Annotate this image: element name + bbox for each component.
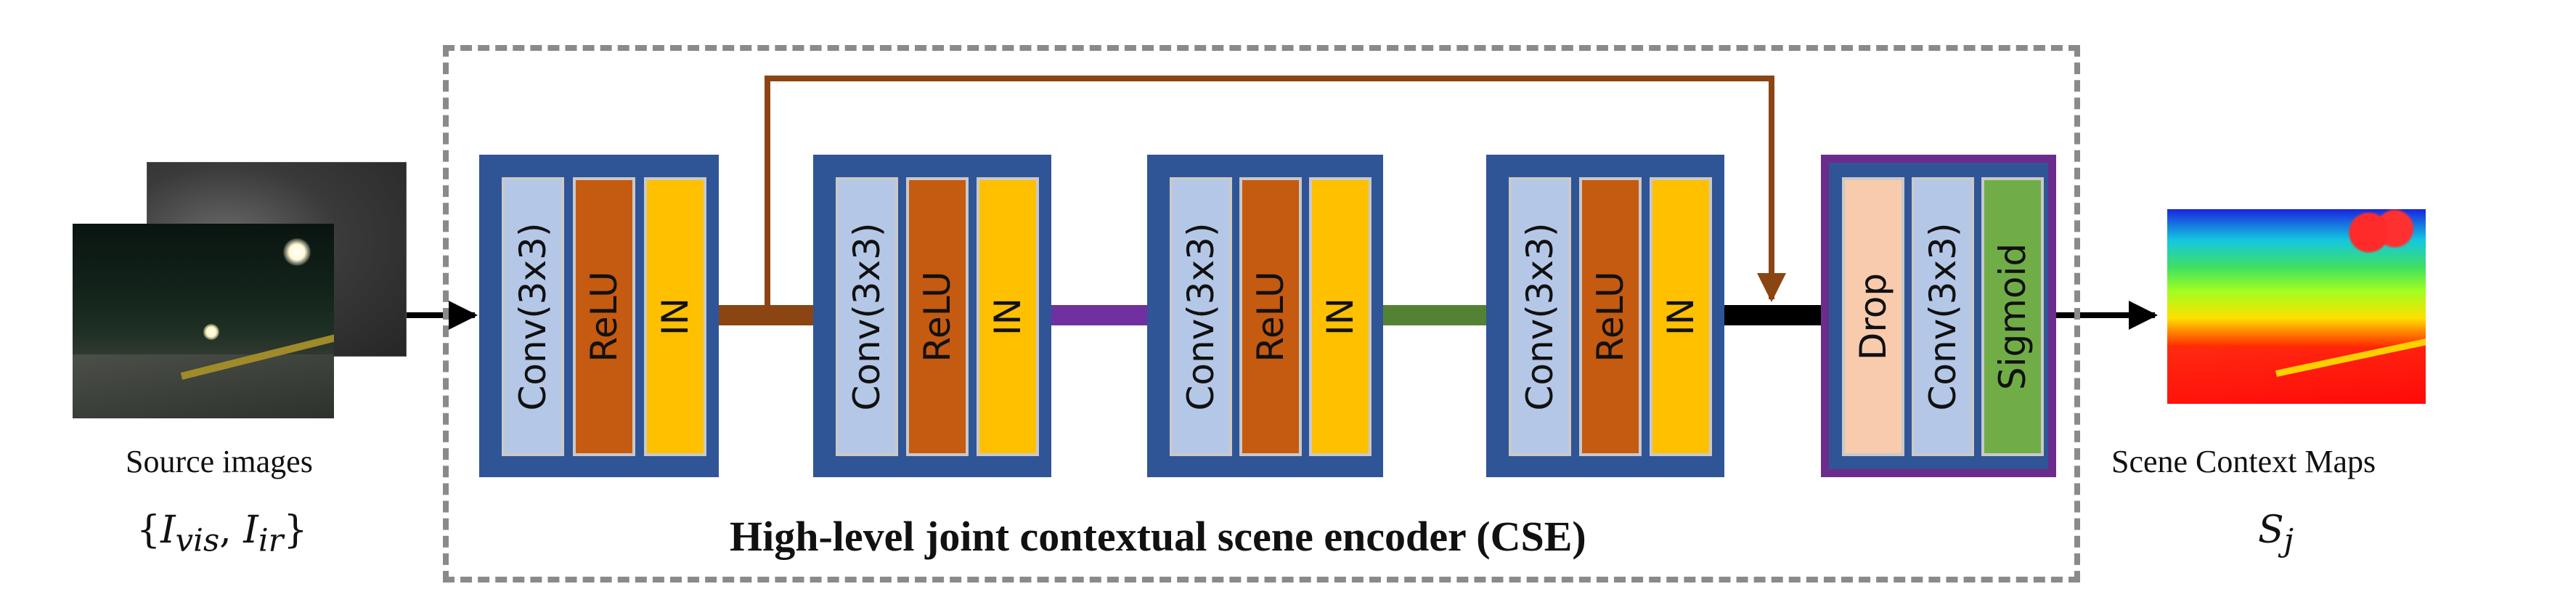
conv-layer: Conv(3x3) xyxy=(502,177,564,456)
math-subscript-ir: ir xyxy=(258,522,284,559)
skip-connection-arrow xyxy=(765,76,1786,305)
math-symbol-I-vis: I xyxy=(160,508,176,552)
layer-label: ReLU xyxy=(1589,271,1631,362)
encoder-block-3: Conv(3x3) ReLU IN xyxy=(1147,155,1383,477)
layer-label: Conv(3x3) xyxy=(1519,222,1561,411)
cse-title: High-level joint contextual scene encode… xyxy=(730,513,1586,560)
input-caption: Source images xyxy=(126,444,313,479)
layer-label: Conv(3x3) xyxy=(1180,222,1222,411)
layer-label: Sigmoid xyxy=(1992,243,2034,391)
math-separator: , xyxy=(219,508,244,552)
relu-layer: ReLU xyxy=(1239,177,1302,456)
math-symbol-I-ir: I xyxy=(243,508,258,552)
math-subscript-vis: vis xyxy=(175,522,220,559)
input-math-label: {Ivis, Iir} xyxy=(136,508,308,559)
layer-label: ReLU xyxy=(916,271,958,362)
layer-label: Conv(3x3) xyxy=(846,222,888,411)
math-brace-close: } xyxy=(283,508,308,552)
conv-layer: Conv(3x3) xyxy=(1912,177,1974,456)
layer-label: IN xyxy=(654,297,696,336)
layer-label: ReLU xyxy=(583,271,625,362)
output-head-block: Drop Conv(3x3) Sigmoid xyxy=(1821,155,2056,477)
layer-label: Conv(3x3) xyxy=(1922,222,1964,411)
encoder-block-4: Conv(3x3) ReLU IN xyxy=(1486,155,1724,477)
scene-context-map-image xyxy=(2167,209,2426,404)
link-block1-block2 xyxy=(719,305,813,325)
instance-norm-layer: IN xyxy=(977,177,1039,456)
link-block4-block5 xyxy=(1724,305,1821,325)
relu-layer: ReLU xyxy=(1579,177,1642,456)
math-symbol-S: S xyxy=(2258,508,2284,552)
math-brace-open: { xyxy=(136,508,161,552)
street-lamp-1 xyxy=(283,238,311,266)
layer-label: IN xyxy=(1660,297,1702,336)
layer-label: ReLU xyxy=(1250,271,1292,362)
link-block2-block3 xyxy=(1051,305,1156,325)
instance-norm-layer: IN xyxy=(1650,177,1712,456)
math-subscript-j: j xyxy=(2283,522,2294,559)
layer-label: IN xyxy=(1319,297,1361,336)
relu-layer: ReLU xyxy=(573,177,635,456)
dropout-layer: Drop xyxy=(1842,177,1904,456)
road-surface xyxy=(73,354,334,418)
conv-layer: Conv(3x3) xyxy=(1509,177,1571,456)
conv-layer: Conv(3x3) xyxy=(1170,177,1232,456)
instance-norm-layer: IN xyxy=(644,177,706,456)
street-lamp-2 xyxy=(203,324,219,340)
relu-layer: ReLU xyxy=(906,177,969,456)
encoder-block-1: Conv(3x3) ReLU IN xyxy=(479,155,719,477)
sigmoid-layer: Sigmoid xyxy=(1981,177,2044,456)
layer-label: Conv(3x3) xyxy=(512,222,554,411)
output-math-label: Sj xyxy=(2258,508,2294,559)
encoder-block-2: Conv(3x3) ReLU IN xyxy=(813,155,1051,477)
layer-label: IN xyxy=(987,297,1029,336)
output-caption: Scene Context Maps xyxy=(2111,444,2376,479)
scm-road-region xyxy=(2167,347,2426,404)
visible-source-image xyxy=(73,224,334,418)
conv-layer: Conv(3x3) xyxy=(836,177,898,456)
layer-label: Drop xyxy=(1852,272,1894,361)
cse-dashed-frame xyxy=(443,45,2080,582)
link-block3-block4 xyxy=(1383,305,1486,325)
instance-norm-layer: IN xyxy=(1309,177,1371,456)
